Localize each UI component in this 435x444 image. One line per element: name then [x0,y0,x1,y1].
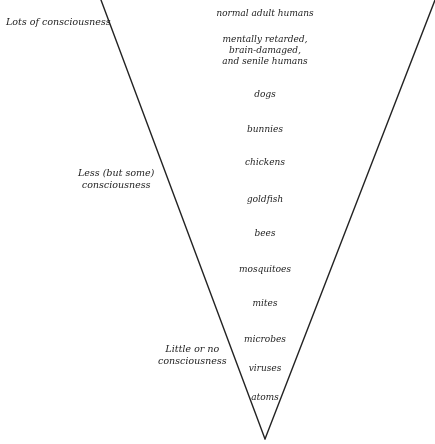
item-normal-adult-humans-text: normal adult humans [216,9,314,19]
item-mosquitoes-text: mosquitoes [239,265,291,275]
label-little-consciousness: Little or no consciousness [158,344,227,368]
item-mites-text: mites [252,299,278,309]
item-impaired-humans: mentally retarded, brain-damaged, and se… [165,35,365,68]
item-dogs-text: dogs [254,90,276,100]
item-microbes: microbes [165,335,365,346]
item-bees: bees [165,229,365,240]
item-bees-text: bees [254,229,276,239]
item-atoms-text: atoms [251,393,279,403]
item-chickens: chickens [165,158,365,169]
item-dogs: dogs [165,90,365,101]
item-goldfish-text: goldfish [246,195,284,205]
cone-right-edge [264,0,435,440]
item-chickens-text: chickens [245,158,285,168]
item-viruses-text: viruses [248,364,282,374]
item-impaired-humans-line-1: mentally retarded, [222,35,308,45]
label-little-line-1: Little or no [165,344,220,355]
label-less-consciousness: Less (but some) consciousness [78,168,154,192]
cone-left-edge [100,0,266,440]
label-lots-of-consciousness: Lots of consciousness [6,17,111,29]
item-impaired-humans-line-2: brain-damaged, [229,46,301,56]
item-atoms: atoms [165,393,365,404]
item-mosquitoes: mosquitoes [165,265,365,276]
label-less-line-1: Less (but some) [78,168,155,179]
label-lots-line: Lots of consciousness [6,17,111,28]
item-mites: mites [165,299,365,310]
item-bunnies-text: bunnies [247,125,283,135]
item-viruses: viruses [165,364,365,375]
item-normal-adult-humans: normal adult humans [165,9,365,20]
item-impaired-humans-line-3: and senile humans [222,57,308,67]
label-less-line-2: consciousness [81,180,151,191]
label-little-line-2: consciousness [158,356,227,367]
item-microbes-text: microbes [244,335,286,345]
item-goldfish: goldfish [165,195,365,206]
item-bunnies: bunnies [165,125,365,136]
